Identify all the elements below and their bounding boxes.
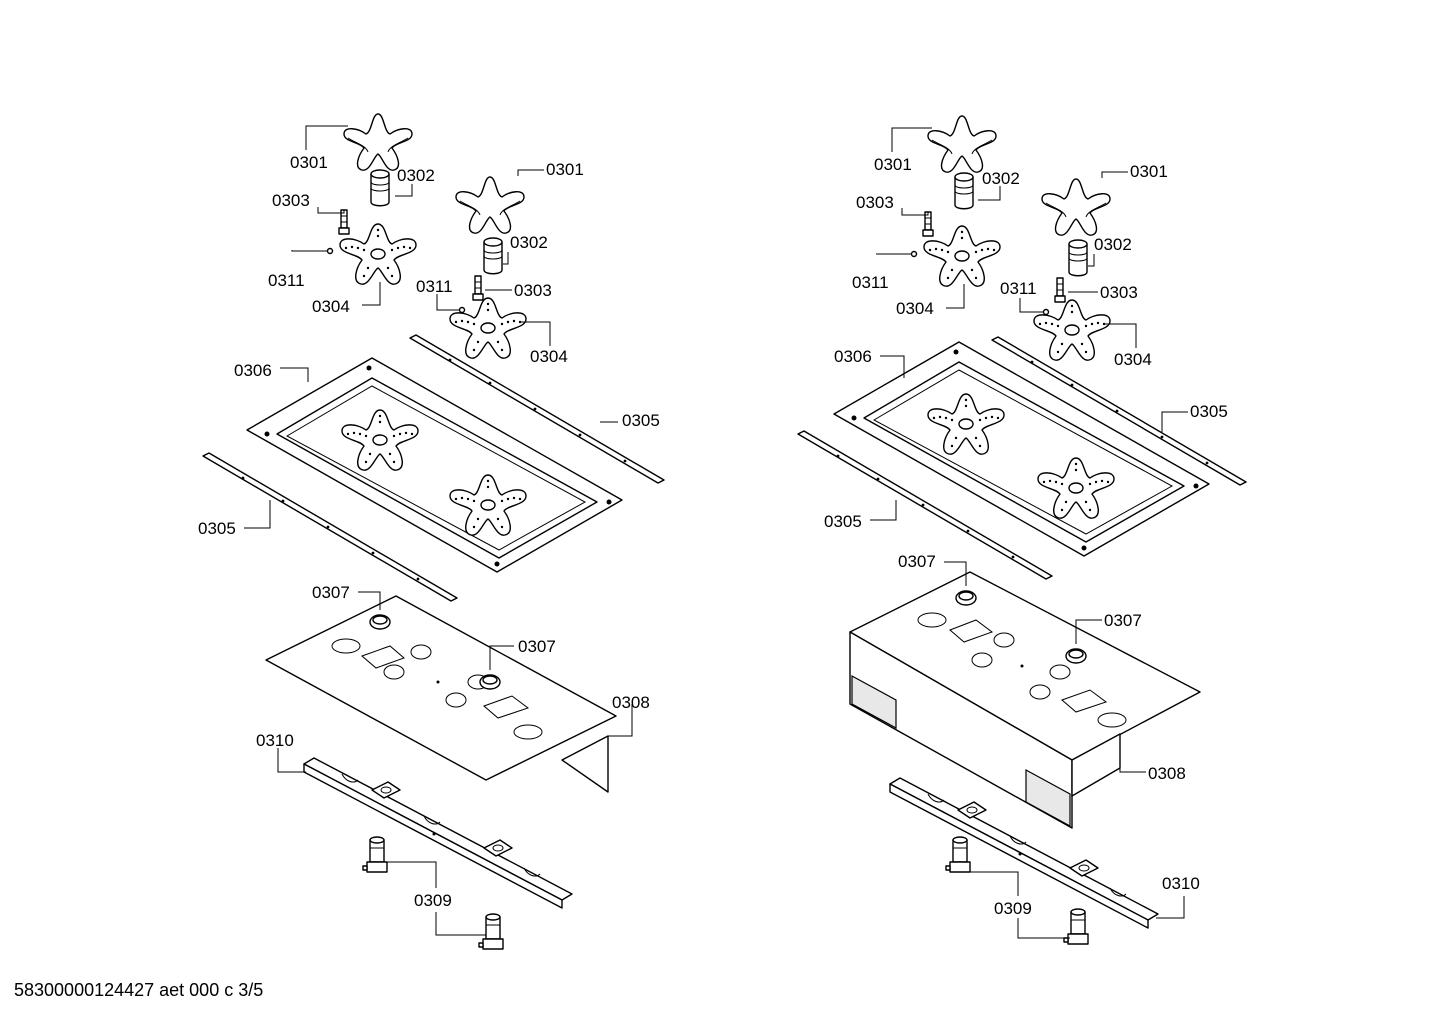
label-0303b: 0303 xyxy=(514,281,552,300)
label-0310: 0310 xyxy=(256,731,294,750)
label-r-0305b: 0305 xyxy=(824,512,862,531)
right-assembly: 0301 0302 0303 0311 0304 0301 0302 0311 … xyxy=(797,115,1247,945)
label-0302b: 0302 xyxy=(510,233,548,252)
label-r-0310: 0310 xyxy=(1162,874,1200,893)
label-r-0303: 0303 xyxy=(856,193,894,212)
label-r-0307: 0307 xyxy=(898,552,936,571)
label-r-0306: 0306 xyxy=(834,347,872,366)
label-0311: 0311 xyxy=(268,271,305,290)
label-r-0311b: 0311 xyxy=(1000,279,1037,298)
label-r-0307b: 0307 xyxy=(1104,611,1142,630)
label-r-0308: 0308 xyxy=(1148,764,1186,783)
label-0304b: 0304 xyxy=(530,347,568,366)
label-r-0302: 0302 xyxy=(982,169,1020,188)
label-r-0301b: 0301 xyxy=(1130,162,1168,181)
label-r-0305: 0305 xyxy=(1190,402,1228,421)
label-r-0304: 0304 xyxy=(896,299,934,318)
label-r-0302b: 0302 xyxy=(1094,235,1132,254)
left-assembly: 0301 0302 0303 0311 0304 0301 0302 0311 … xyxy=(198,113,665,950)
label-0301b: 0301 xyxy=(546,160,584,179)
label-0306: 0306 xyxy=(234,361,272,380)
label-r-0303b: 0303 xyxy=(1100,283,1138,302)
label-0311b: 0311 xyxy=(416,277,453,296)
label-0309: 0309 xyxy=(414,891,452,910)
label-0302: 0302 xyxy=(397,166,435,185)
label-r-0301: 0301 xyxy=(874,155,912,174)
label-0304: 0304 xyxy=(312,297,350,316)
label-r-0311: 0311 xyxy=(852,273,889,292)
label-0303: 0303 xyxy=(272,191,310,210)
label-0307b: 0307 xyxy=(518,637,556,656)
label-0301: 0301 xyxy=(290,153,328,172)
label-0305: 0305 xyxy=(622,411,660,430)
label-0307: 0307 xyxy=(312,583,350,602)
document-id: 58300000124427 aet 000 c 3/5 xyxy=(14,980,264,1000)
label-r-0304b: 0304 xyxy=(1114,350,1152,369)
label-0308: 0308 xyxy=(612,693,650,712)
label-r-0309: 0309 xyxy=(994,899,1032,918)
label-0305b: 0305 xyxy=(198,519,236,538)
